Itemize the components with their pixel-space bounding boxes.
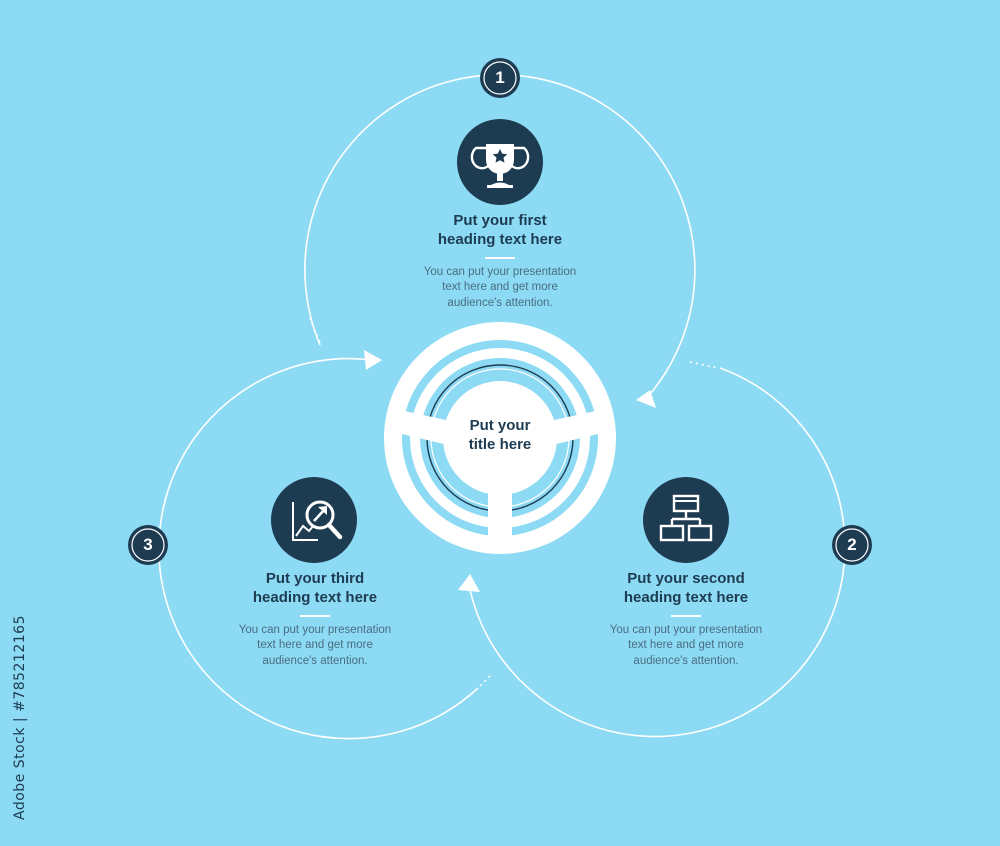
arc-dots-1 [309,317,323,347]
center-title: Put your title here [468,417,532,453]
step-1-divider [485,257,515,259]
step-3-heading: Put your third heading text here [252,570,378,606]
step-badge-2 [832,525,872,565]
watermark-stock-id: Adobe Stock | #785212165 [12,615,28,820]
arc-step-2 [469,367,846,738]
arrow-head-3 [364,350,382,370]
steering-wheel-icon [384,322,616,554]
step-2-divider [671,615,701,617]
step-number-2: 2 [847,535,857,554]
arc-step-1 [304,73,696,401]
arrow-head-2 [458,574,480,592]
arc-dots-3 [477,675,491,689]
step-3-text: Put your third heading text here You can… [205,569,425,669]
step-2-body: You can put your presentation text here … [609,623,763,667]
org-chart-icon [643,477,729,563]
step-1-heading: Put your first heading text here [437,212,563,248]
step-3-body: You can put your presentation text here … [238,623,392,667]
arrow-head-1 [636,390,656,408]
step-1-text: Put your first heading text here You can… [390,211,610,311]
step-3-divider [300,615,330,617]
trophy-icon [457,119,543,205]
step-1-body: You can put your presentation text here … [423,265,577,309]
step-number-1: 1 [495,68,505,87]
step-2-text: Put your second heading text here You ca… [576,569,796,669]
arc-step-3 [158,357,479,740]
step-number-3: 3 [143,535,153,554]
step-2-heading: Put your second heading text here [623,570,749,606]
arc-dots-2 [689,361,719,369]
analytics-search-icon [271,477,357,563]
step-badge-1 [480,58,520,98]
step-badge-3 [128,525,168,565]
